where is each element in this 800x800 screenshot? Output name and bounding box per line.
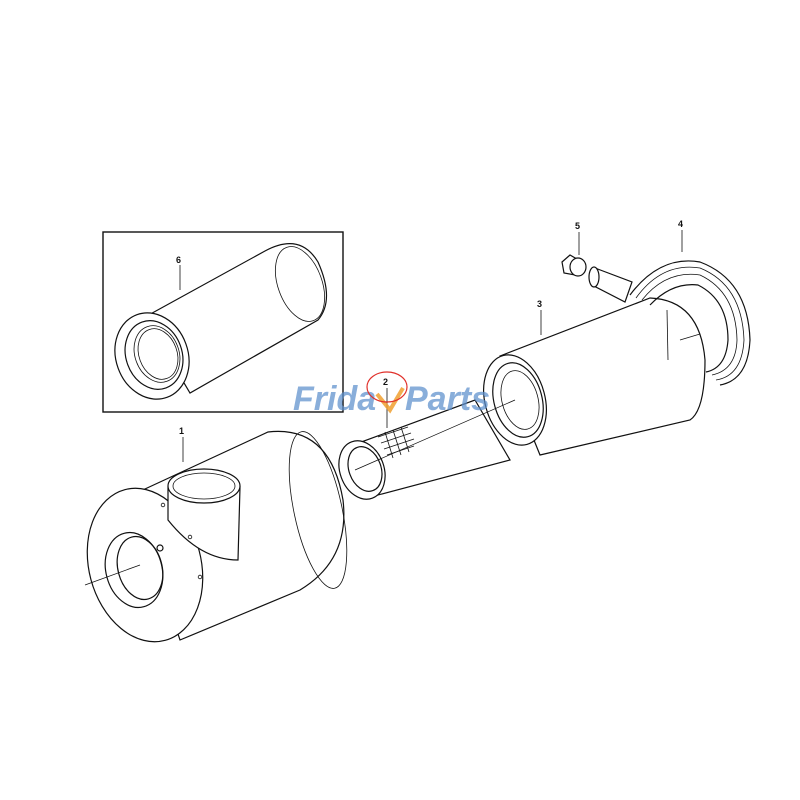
part-label-1: 1: [179, 426, 184, 436]
part-label-5: 5: [575, 221, 580, 231]
part-label-6: 6: [176, 255, 181, 265]
part-1-air-filter-housing[interactable]: [71, 427, 358, 655]
part-5-dust-valve[interactable]: [561, 254, 633, 303]
part-label-3: 3: [537, 299, 542, 309]
part-label-4: 4: [678, 219, 683, 229]
part-6-filter-cartridge[interactable]: [103, 240, 334, 410]
watermark-text-left: Frida: [293, 380, 376, 418]
part-3-main-filter-cartridge[interactable]: [354, 297, 706, 471]
watermark-logo: Frida Parts: [293, 380, 490, 418]
part-label-2: 2: [383, 377, 388, 387]
watermark-text-right: Parts: [405, 380, 490, 418]
watermark-accent-icon: [375, 386, 405, 414]
part-4-end-cover[interactable]: [629, 260, 751, 386]
inset-box-part-6: 6: [102, 231, 344, 413]
highlight-circle-part-2: [366, 371, 408, 403]
